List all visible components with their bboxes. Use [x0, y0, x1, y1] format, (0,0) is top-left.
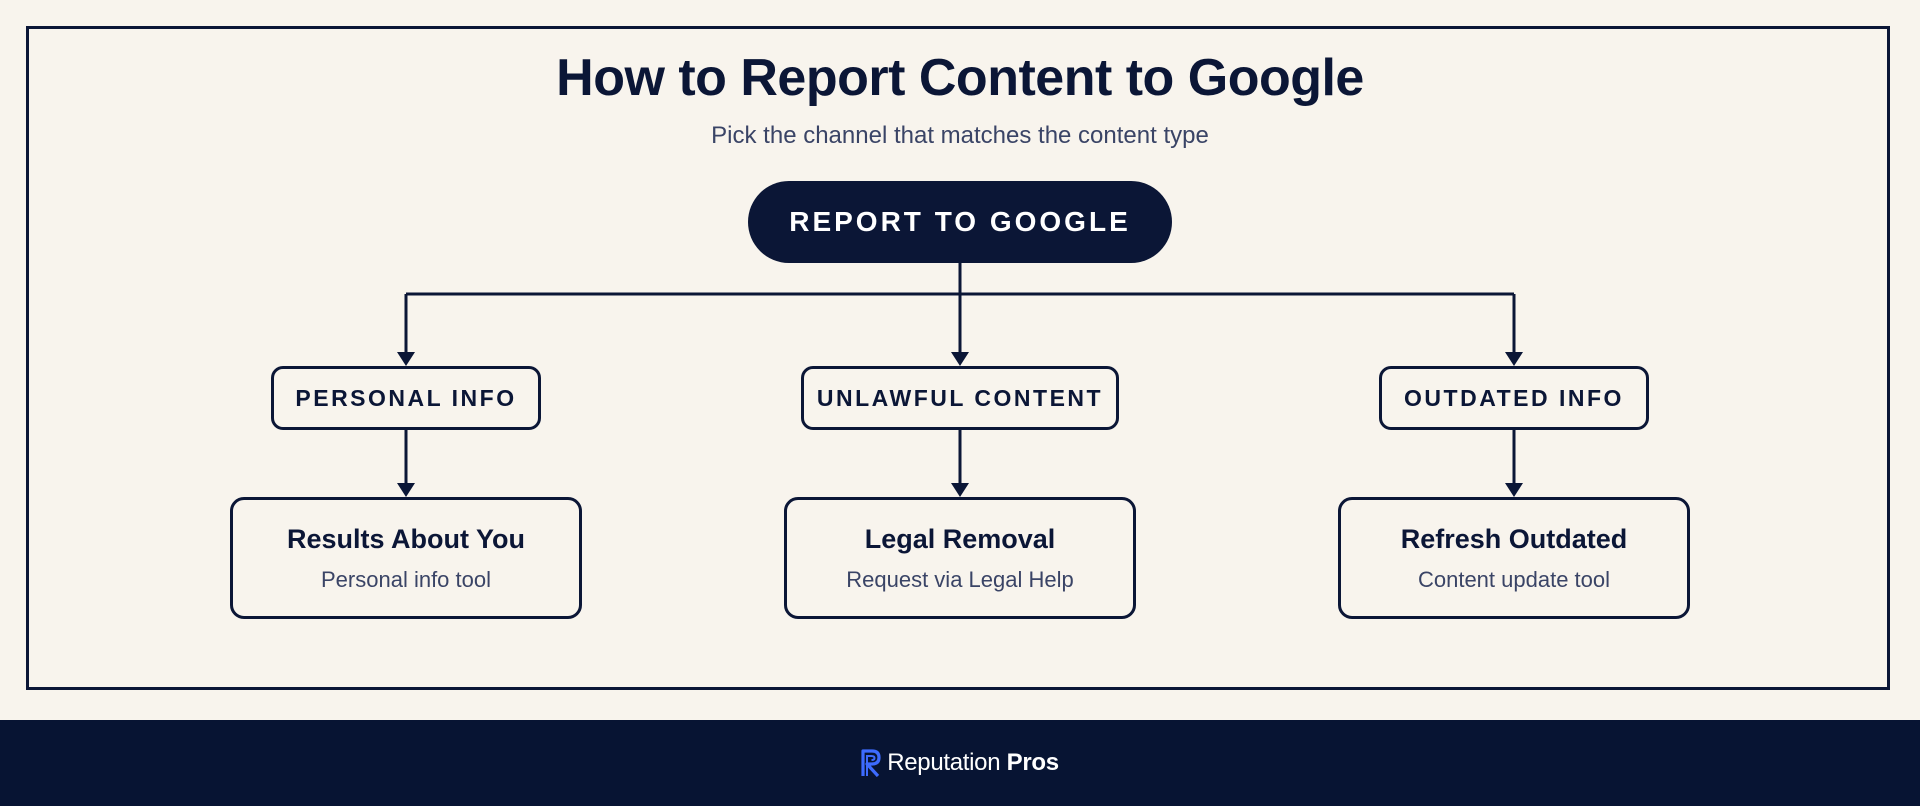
arrowhead-icon: [951, 483, 969, 497]
arrowhead-icon: [397, 352, 415, 366]
arrowhead-icon: [397, 483, 415, 497]
tool-title: Refresh Outdated: [1400, 523, 1628, 554]
tool-node-refresh-outdated: Refresh Outdated Content update tool: [1338, 497, 1690, 619]
arrowhead-icon: [951, 352, 969, 366]
diagram-frame: [26, 26, 1890, 690]
tool-description: Content update tool: [1417, 566, 1611, 592]
arrowhead-icon: [1505, 483, 1523, 497]
tool-description: Personal info tool: [321, 566, 491, 592]
tool-title: Results About You: [286, 523, 525, 554]
tool-node-legal-removal: Legal Removal Request via Legal Help: [784, 497, 1136, 619]
footer-bar: Reputation Pros: [0, 720, 1920, 806]
brand-name: Reputation Pros: [887, 749, 1059, 776]
category-node-outdated-info: OUTDATED INFO: [1379, 366, 1649, 430]
tool-description: Request via Legal Help: [846, 566, 1074, 592]
brand-logo: Reputation Pros: [861, 749, 1059, 777]
tool-title: Legal Removal: [864, 523, 1056, 554]
category-node-personal-info: PERSONAL INFO: [271, 366, 541, 430]
page-title: How to Report Content to Google: [556, 49, 1364, 107]
page-subtitle: Pick the channel that matches the conten…: [711, 122, 1209, 149]
category-node-unlawful-content: UNLAWFUL CONTENT: [801, 366, 1119, 430]
tool-node-results-about-you: Results About You Personal info tool: [230, 497, 582, 619]
reputation-pros-r-icon: [861, 749, 881, 777]
root-node-report-to-google: REPORT TO GOOGLE: [748, 181, 1172, 263]
arrowhead-icon: [1505, 352, 1523, 366]
